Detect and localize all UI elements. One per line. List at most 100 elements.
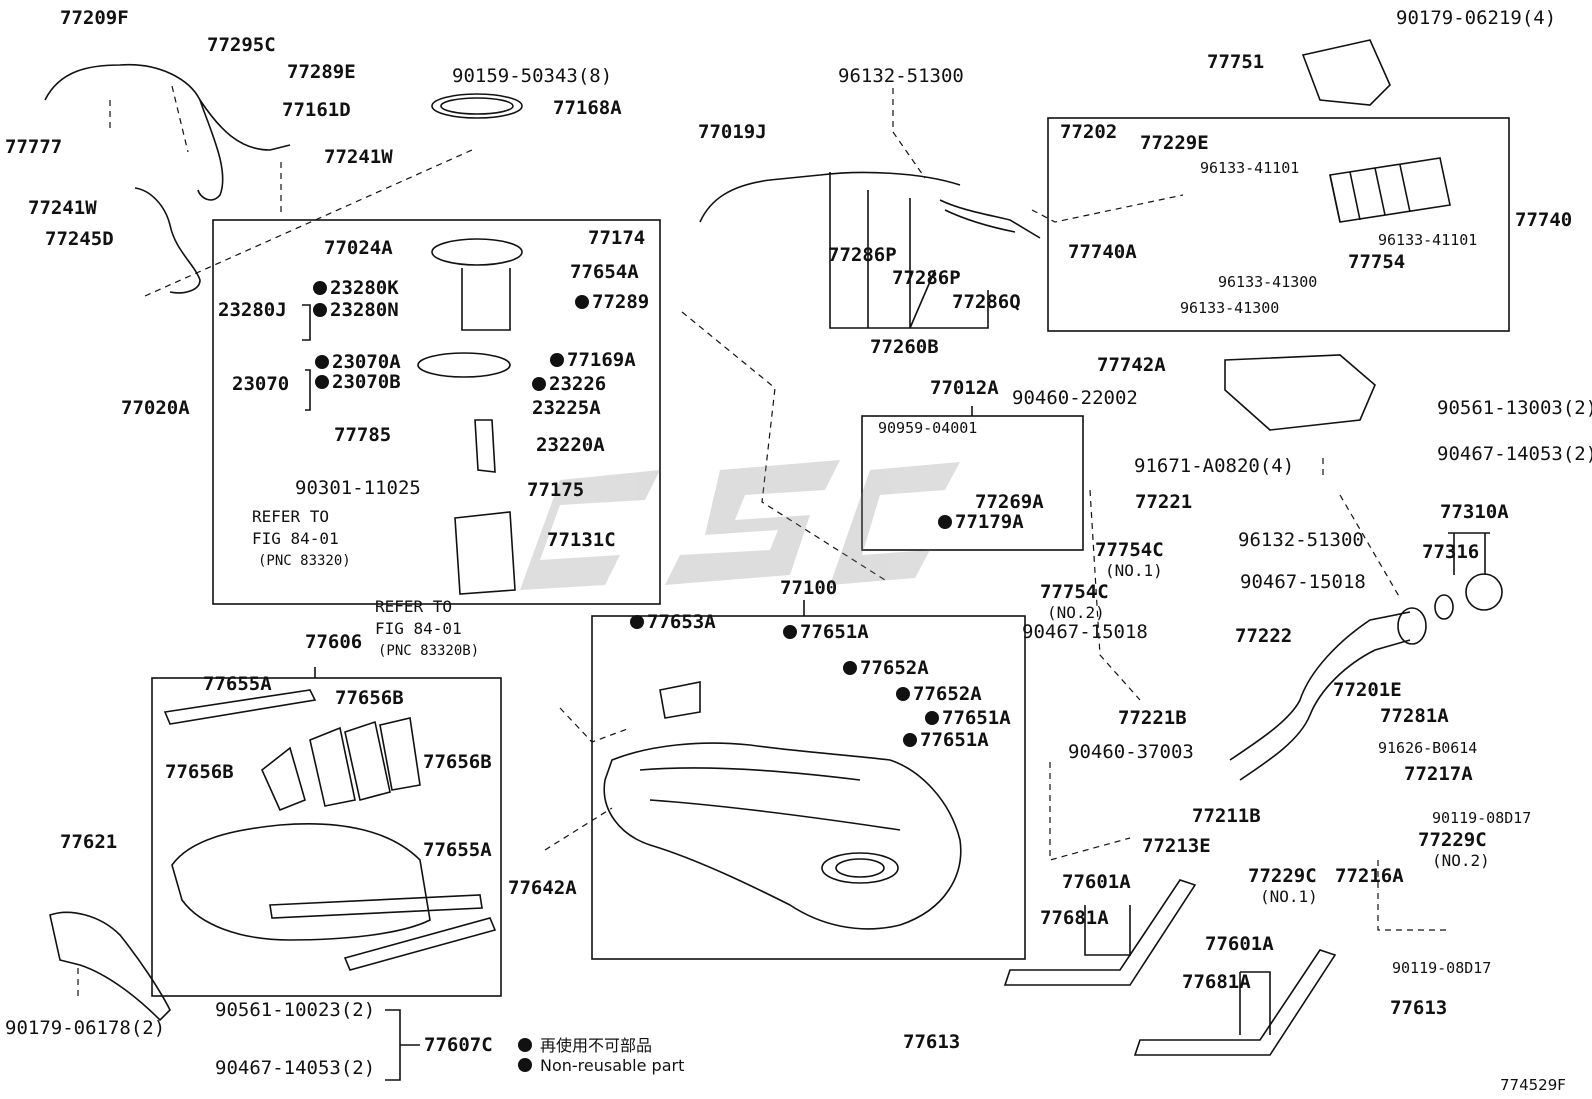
- canister-assembly-frame: [1047, 117, 1510, 332]
- label-77656B-a: 77656B: [335, 687, 404, 709]
- label-77606: 77606: [305, 631, 363, 653]
- label-23280N: 23280N: [313, 300, 399, 320]
- label-90159-50343: 90159-50343(8): [452, 65, 613, 87]
- label-77295C: 77295C: [207, 34, 276, 56]
- label-90119-08D17-a: 90119-08D17: [1432, 809, 1532, 827]
- label-23070B: 23070B: [315, 372, 401, 392]
- label-77209F: 77209F: [60, 7, 129, 29]
- tank-band-1: [1003, 879, 1197, 986]
- protector-shield: [171, 822, 431, 941]
- label-77613-b: 77613: [903, 1031, 961, 1053]
- filler-pipe: [1229, 611, 1411, 761]
- label-77754: 77754: [1348, 251, 1406, 273]
- label-91626-B0614: 91626-B0614: [1378, 739, 1478, 757]
- fuel-cap: [1465, 573, 1503, 611]
- note-refer-2a: REFER TO: [375, 597, 453, 616]
- label-90561-10023: 90561-10023(2): [215, 999, 376, 1021]
- wire-harness-77209F: [44, 63, 291, 151]
- label-77169A: 77169A: [550, 350, 636, 370]
- label-77221: 77221: [1135, 491, 1193, 513]
- note-refer-2b: FIG 84-01: [375, 619, 462, 638]
- label-77131C: 77131C: [547, 529, 616, 551]
- watermark: [520, 460, 960, 590]
- label-77260B: 77260B: [870, 336, 939, 358]
- label-77222: 77222: [1235, 625, 1293, 647]
- label-77785: 77785: [334, 424, 392, 446]
- label-77652A-b: 77652A: [896, 684, 982, 704]
- wire-harness-77245D: [134, 187, 201, 294]
- protector-frame: [151, 677, 502, 997]
- label-77168A: 77168A: [553, 97, 622, 119]
- label-96132-51300-b: 96132-51300: [1238, 529, 1364, 551]
- label-23280K: 23280K: [313, 278, 399, 298]
- note-no2-a: (NO.2): [1047, 603, 1105, 622]
- label-77020A: 77020A: [121, 397, 190, 419]
- canister-cover: [1224, 354, 1376, 431]
- label-77281A: 77281A: [1380, 705, 1449, 727]
- label-77213E: 77213E: [1142, 835, 1211, 857]
- label-77754C-b: 77754C: [1040, 581, 1109, 603]
- label-90179-06219: 90179-06219(4): [1396, 7, 1557, 29]
- label-77777: 77777: [5, 136, 63, 158]
- label-77754C-a: 77754C: [1095, 539, 1164, 561]
- tank-assembly-frame: [591, 615, 1026, 960]
- label-90467-14053-a: 90467-14053(2): [1437, 443, 1592, 465]
- label-77241W-a: 77241W: [324, 146, 393, 168]
- label-77100: 77100: [780, 577, 838, 599]
- label-23226: 23226: [532, 374, 606, 394]
- label-77201E: 77201E: [1333, 679, 1402, 701]
- label-77651A-c: 77651A: [903, 730, 989, 750]
- label-96133-41101-a: 96133-41101: [1200, 159, 1300, 177]
- label-90467-14053-b: 90467-14053(2): [215, 1057, 376, 1079]
- label-77286P-b: 77286P: [892, 267, 961, 289]
- label-77229C-a: 77229C: [1418, 829, 1487, 851]
- label-90959-04001: 90959-04001: [878, 419, 978, 437]
- label-96133-41300-a: 96133-41300: [1218, 273, 1318, 291]
- label-91671-A0820: 91671-A0820(4): [1134, 455, 1295, 477]
- label-90119-08D17-b: 90119-08D17: [1392, 959, 1492, 977]
- label-77216A: 77216A: [1335, 865, 1404, 887]
- cap-gasket: [1434, 594, 1454, 620]
- label-23280J: 23280J: [218, 299, 287, 321]
- label-77652A-a: 77652A: [843, 658, 929, 678]
- label-77024A: 77024A: [324, 237, 393, 259]
- label-77217A: 77217A: [1404, 763, 1473, 785]
- figure-id: 774529F: [1500, 1076, 1566, 1094]
- label-77642A: 77642A: [508, 877, 577, 899]
- note-refer-2c: (PNC 83320B): [378, 643, 480, 659]
- label-77175: 77175: [527, 479, 585, 501]
- label-77229C-b: 77229C: [1248, 865, 1317, 887]
- fuel-tank-shape: [603, 742, 962, 930]
- label-90467-15018-a: 90467-15018: [1240, 571, 1366, 593]
- label-77654A: 77654A: [570, 261, 639, 283]
- seal-ring-top: [431, 93, 523, 119]
- label-96133-41101-b: 96133-41101: [1378, 231, 1478, 249]
- pump-cup: [454, 511, 516, 595]
- label-77269A: 77269A: [975, 491, 1044, 513]
- fuel-pump-assembly-frame: [212, 219, 661, 605]
- note-refer-1a: REFER TO: [252, 507, 330, 526]
- label-77601A-b: 77601A: [1205, 933, 1274, 955]
- label-23220A: 23220A: [536, 434, 605, 456]
- label-77651A-b: 77651A: [925, 708, 1011, 728]
- label-77656B-c: 77656B: [165, 761, 234, 783]
- label-77607C: 77607C: [424, 1034, 493, 1056]
- charcoal-canister: [1329, 157, 1451, 223]
- protector-strip-top: [163, 689, 317, 725]
- label-77751: 77751: [1207, 51, 1265, 73]
- label-23225A: 23225A: [532, 397, 601, 419]
- label-77241W-b: 77241W: [28, 197, 97, 219]
- tank-band-2: [1133, 949, 1337, 1056]
- label-77245D: 77245D: [45, 228, 114, 250]
- label-77613-a: 77613: [1390, 997, 1448, 1019]
- label-77211B: 77211B: [1192, 805, 1261, 827]
- vent-tube: [699, 171, 961, 223]
- label-77179A: 77179A: [938, 512, 1024, 532]
- label-77655A-a: 77655A: [203, 673, 272, 695]
- gasket-ring: [417, 352, 511, 378]
- label-77316: 77316: [1422, 541, 1480, 563]
- note-no1-b: (NO.1): [1260, 887, 1318, 906]
- note-no2-b: (NO.2): [1432, 851, 1490, 870]
- note-refer-1c: (PNC 83320): [258, 553, 351, 569]
- label-77742A: 77742A: [1097, 354, 1166, 376]
